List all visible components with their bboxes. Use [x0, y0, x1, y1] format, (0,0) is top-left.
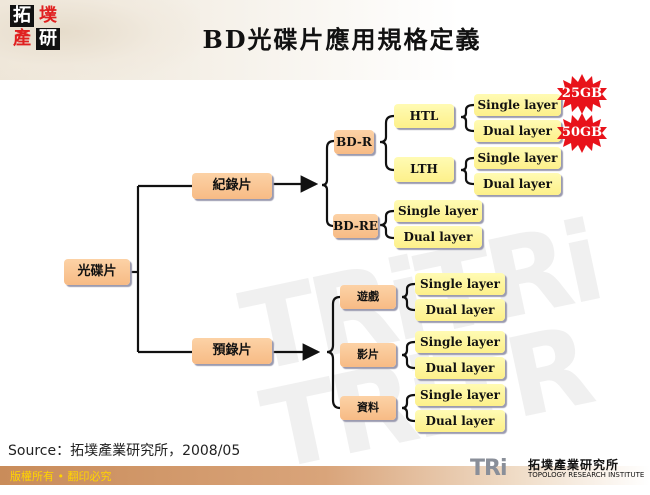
tri-logo: 拓 墣 產 研: [10, 5, 62, 51]
tri-brand-logo: TRi: [470, 456, 507, 481]
footer-bar: 版權所有 • 翻印必究: [0, 466, 650, 485]
node-movie-dual-layer: Dual layer: [415, 357, 505, 379]
tri-brand-english: TOPOLOGY RESEARCH INSTITUTE: [528, 471, 645, 479]
node-data-dual-layer: Dual layer: [415, 410, 505, 432]
logo-char: 研: [36, 28, 60, 50]
node-bdre-dual-layer: Dual layer: [394, 226, 482, 248]
source-note: Source：拓墣產業研究所，2008/05: [8, 443, 241, 459]
tri-brand-name: 拓墣產業研究所: [528, 458, 620, 472]
logo-char: 拓: [10, 5, 34, 27]
copyright-text: 版權所有 • 翻印必究: [10, 470, 112, 483]
node-bd-r: BD-R: [334, 130, 374, 154]
node-optical-disc: 光碟片: [64, 259, 130, 285]
capacity-label: 50GB: [561, 125, 603, 140]
node-game: 遊戲: [340, 285, 396, 309]
node-data-single-layer: Single layer: [415, 384, 505, 406]
node-htl-dual-layer: Dual layer: [474, 120, 561, 142]
capacity-burst-25gb: 25GB: [557, 74, 607, 114]
node-lth-dual-layer: Dual layer: [474, 173, 561, 195]
logo-char: 墣: [39, 5, 57, 26]
node-lth-single-layer: Single layer: [474, 147, 561, 169]
capacity-label: 25GB: [561, 86, 603, 101]
connector-lines: [130, 103, 475, 423]
node-htl-single-layer: Single layer: [474, 94, 561, 116]
node-data: 資料: [340, 396, 396, 420]
capacity-burst-50gb: 50GB: [557, 113, 607, 153]
node-recordable: 紀錄片: [192, 173, 272, 199]
logo-char: 產: [13, 28, 31, 49]
tri-brand: TRi 拓墣產業研究所 TOPOLOGY RESEARCH INSTITUTE: [470, 456, 650, 484]
node-htl: HTL: [394, 104, 454, 128]
node-movie: 影片: [340, 343, 396, 367]
page-title: BD光碟片應用規格定義: [202, 25, 482, 54]
node-movie-single-layer: Single layer: [415, 331, 505, 353]
starburst-icon: [557, 74, 607, 114]
starburst-icon: [557, 113, 607, 153]
node-bd-re: BD-RE: [333, 214, 378, 238]
node-prerecorded: 預錄片: [192, 338, 272, 364]
node-game-single-layer: Single layer: [415, 273, 505, 295]
node-bdre-single-layer: Single layer: [394, 200, 482, 222]
node-lth: LTH: [394, 157, 454, 182]
node-game-dual-layer: Dual layer: [415, 299, 505, 321]
